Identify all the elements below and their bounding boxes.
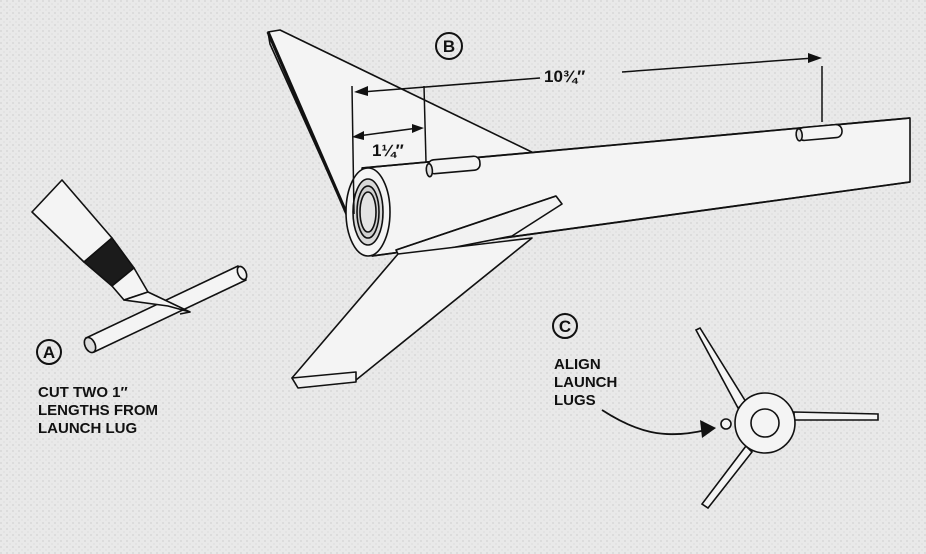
callout-c-text: ALIGN LAUNCH LUGS: [554, 356, 622, 409]
hobby-knife: [31, 179, 191, 315]
callout-a: A: [36, 339, 62, 365]
callout-a-text: CUT TWO 1″ LENGTHS FROM LAUNCH LUG: [38, 384, 162, 437]
callout-b-letter: B: [443, 37, 455, 56]
knife-detail: [31, 179, 248, 354]
end-view-fin-right: [793, 411, 879, 421]
callout-a-line-1: CUT TWO 1″: [38, 384, 128, 401]
end-view-lug: [720, 418, 732, 430]
callout-c-line-3: LUGS: [554, 392, 596, 409]
callout-c-line-1: ALIGN: [554, 356, 601, 373]
callout-b: B: [435, 32, 463, 60]
callout-c: C: [552, 313, 578, 339]
launch-lug-front: [795, 123, 843, 142]
dimension-lines: [351, 53, 823, 215]
callout-c-letter: C: [559, 317, 571, 336]
callout-a-line-2: LENGTHS FROM: [38, 402, 158, 419]
dimension-short: 1¼″: [372, 141, 404, 160]
end-view: [694, 326, 879, 510]
launch-lug-rear: [425, 155, 481, 178]
align-arrow: [601, 409, 716, 438]
dimension-long: 10¾″: [544, 67, 585, 86]
callout-a-letter: A: [43, 343, 55, 362]
callout-a-line-3: LAUNCH LUG: [38, 420, 137, 437]
launch-lug-stock: [83, 265, 248, 354]
rocket-assembly: [266, 29, 911, 389]
end-view-fin-bottom: [700, 444, 754, 510]
callout-c-line-2: LAUNCH: [554, 374, 617, 391]
